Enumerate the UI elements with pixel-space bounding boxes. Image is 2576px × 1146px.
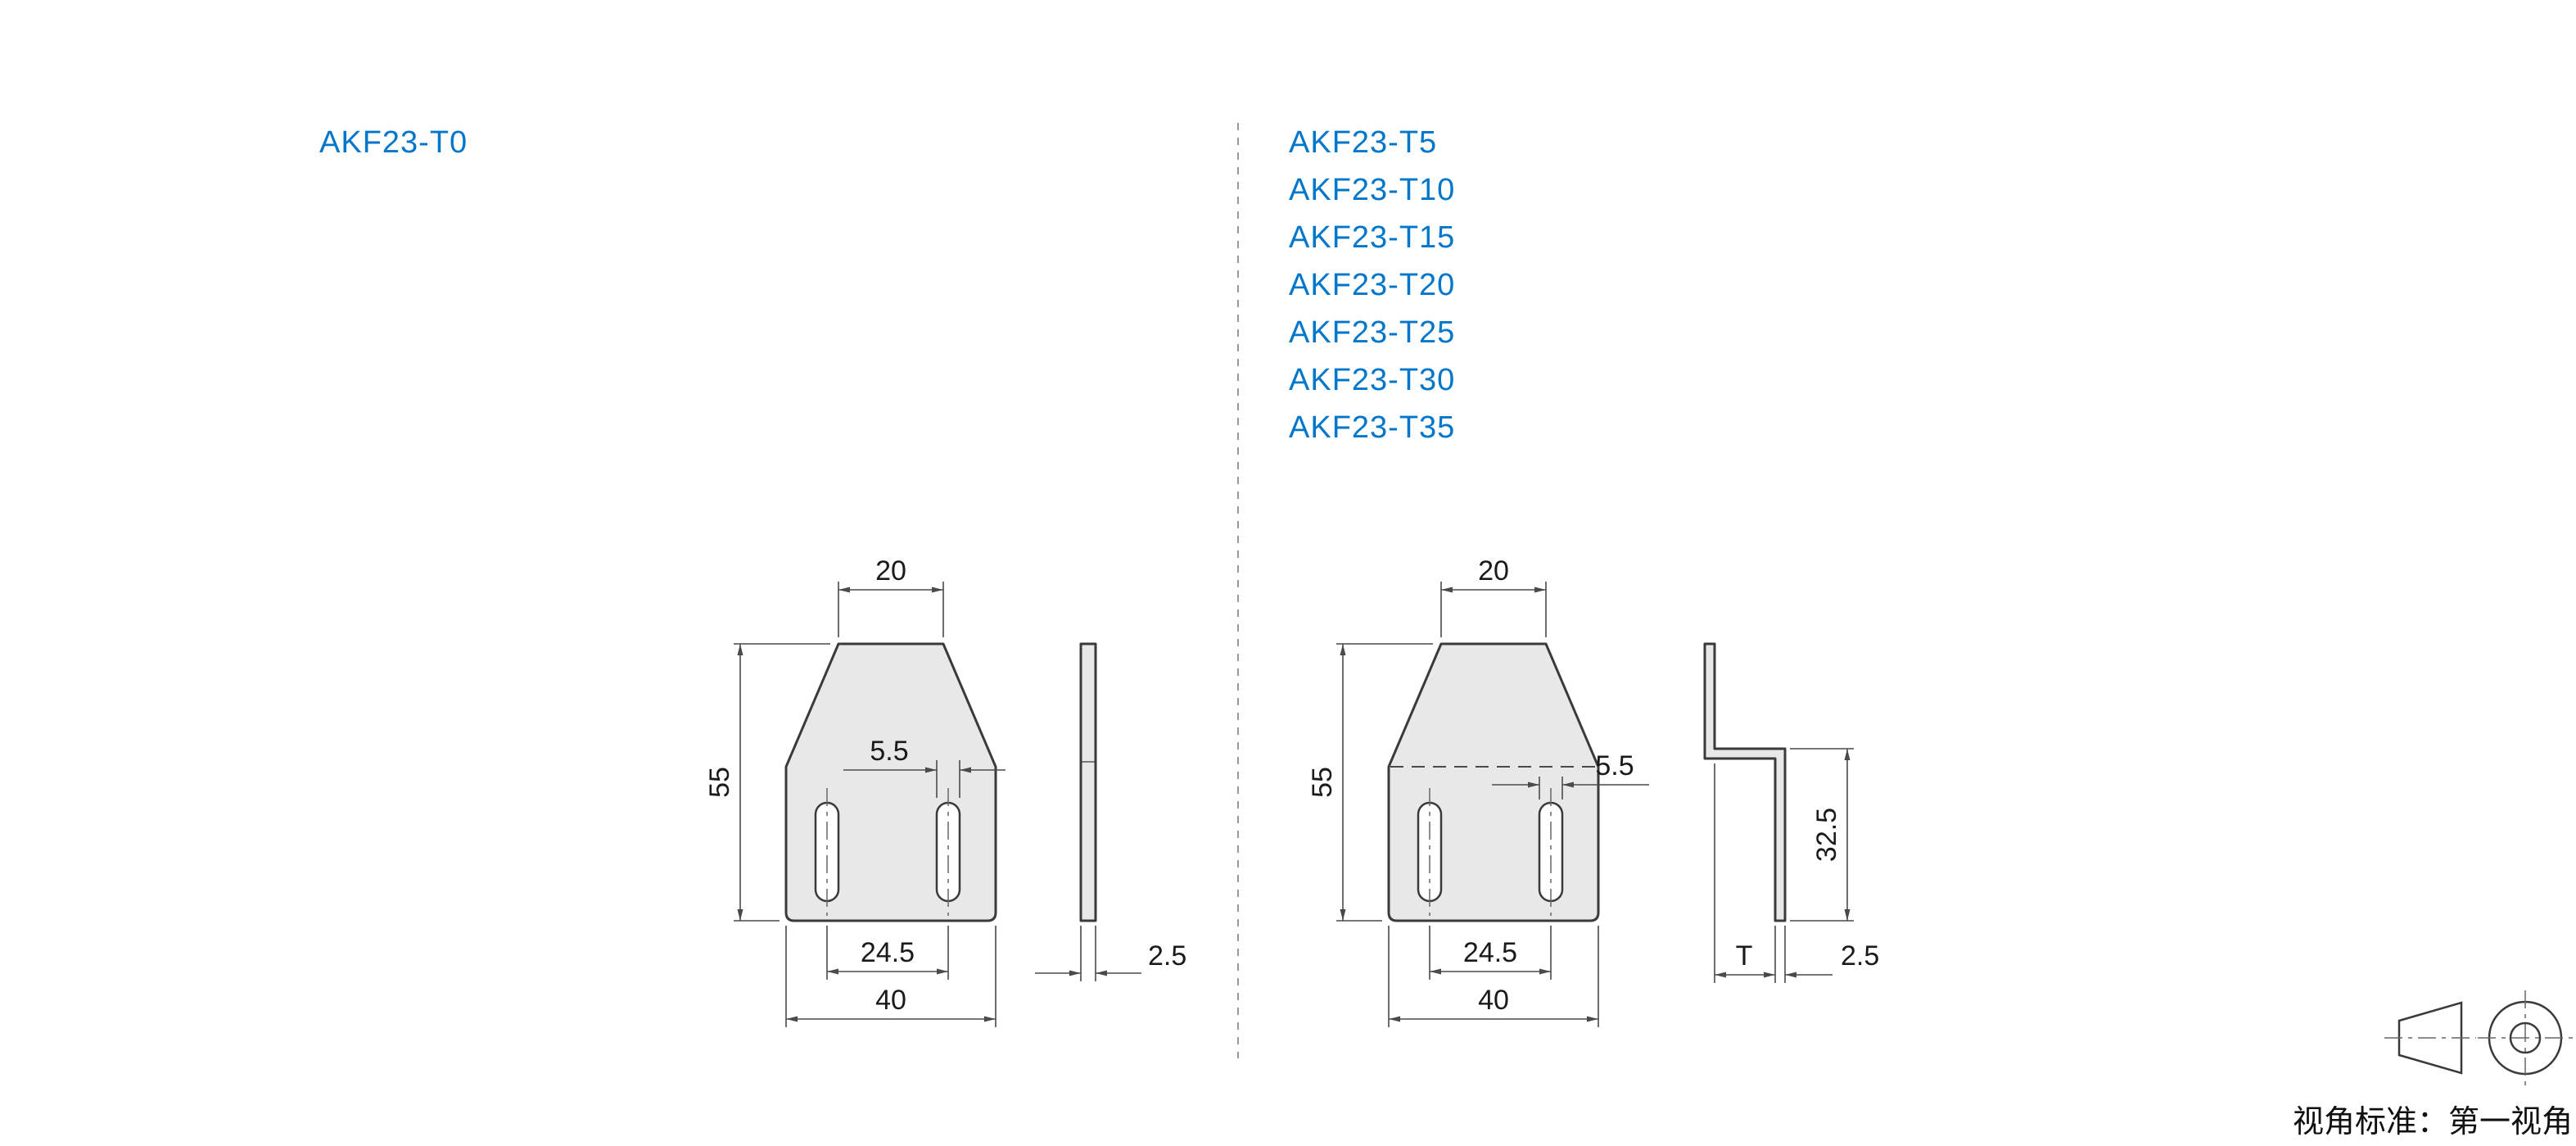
dim-thickness: 2.5 <box>1841 940 1879 972</box>
dim-bend-height: 32.5 <box>1811 808 1842 862</box>
frustum-side-view <box>2397 1001 2463 1075</box>
dim-slot-spacing: 24.5 <box>861 937 915 968</box>
dim-slot-width: 5.5 <box>870 736 908 767</box>
right-side-view: 32.5 T 2.5 <box>1703 642 1879 983</box>
dim-top-width: 20 <box>875 555 906 587</box>
right-front-view: 20 55 5.5 24.5 40 <box>1307 555 1649 1027</box>
dim-bottom-width: 40 <box>875 985 906 1016</box>
part-number-link[interactable]: AKF23-T30 <box>1289 363 1455 397</box>
part-number-link[interactable]: AKF23-T20 <box>1289 268 1455 302</box>
dim-bottom-width: 40 <box>1478 985 1509 1016</box>
part-number-link[interactable]: AKF23-T35 <box>1289 410 1455 445</box>
part-number-link[interactable]: AKF23-T0 <box>319 125 468 160</box>
left-front-view: 20 55 5.5 24.5 40 <box>704 555 1006 1027</box>
part-number-link[interactable]: AKF23-T15 <box>1289 220 1455 255</box>
part-number-link[interactable]: AKF23-T5 <box>1289 125 1437 160</box>
dim-offset-t: T <box>1736 940 1753 972</box>
slot-hole <box>1538 801 1564 903</box>
dim-height: 55 <box>704 767 735 798</box>
bent-plate-profile <box>1703 642 1787 922</box>
left-side-view: 2.5 <box>1035 642 1186 981</box>
dim-slot-spacing: 24.5 <box>1463 937 1517 968</box>
projection-standard-label: 视角标准：第一视角 <box>2293 1105 2573 1139</box>
dim-top-width: 20 <box>1478 555 1509 587</box>
slot-hole <box>935 801 961 903</box>
slot-hole <box>1417 801 1443 903</box>
plate-profile <box>1079 642 1097 922</box>
dim-thickness: 2.5 <box>1148 940 1186 972</box>
frustum-end-view-inner <box>2509 1021 2542 1054</box>
part-number-link[interactable]: AKF23-T25 <box>1289 315 1455 350</box>
dim-height: 55 <box>1307 767 1338 798</box>
slot-hole <box>814 801 840 903</box>
part-number-list: AKF23-T5 AKF23-T10 AKF23-T15 AKF23-T20 A… <box>1289 125 1455 445</box>
first-angle-projection-icon <box>2384 990 2573 1085</box>
part-number-link[interactable]: AKF23-T10 <box>1289 173 1455 207</box>
dim-slot-width: 5.5 <box>1595 750 1634 781</box>
